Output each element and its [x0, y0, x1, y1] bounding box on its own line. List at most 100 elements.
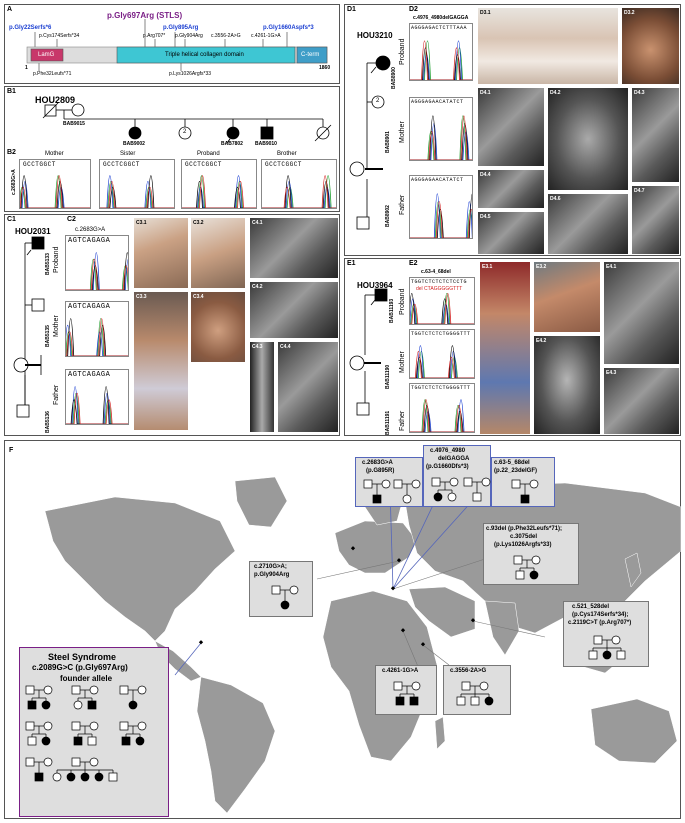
- box-sub2-2: (p.G1660Dfs*3): [426, 464, 469, 470]
- pedigree-male: [119, 685, 129, 695]
- variant-bottom-1: p.Phe32Leufs*71: [33, 71, 72, 77]
- panel-d2-label: D2: [409, 6, 418, 13]
- xray-c4-2: C4.2: [249, 281, 339, 339]
- variant-9: p.Gly1660Aspfs*3: [263, 25, 314, 31]
- photo-d3-1: D3.1: [477, 7, 619, 85]
- label-c4-4: C4.4: [280, 344, 291, 350]
- pedigree-d: [349, 55, 391, 230]
- pedigree-female: [73, 700, 83, 710]
- label-e4-1: E4.1: [606, 264, 617, 270]
- pedigree-c: [13, 236, 45, 418]
- label-c3-2: C3.2: [193, 220, 204, 226]
- chromatogram-trace: [410, 399, 474, 432]
- chromatogram-c-3: AGTCAGAGA: [65, 369, 129, 425]
- variant-box-g895r: c.2683G>A (p.G895R): [355, 457, 423, 507]
- pedigree-male: [393, 479, 403, 489]
- pedigree-female: [41, 700, 51, 710]
- variant-box-phe32: c.93del (p.Phe32Leufs*71); c.3075del (p.…: [483, 523, 579, 585]
- pedigree-female: [447, 492, 457, 502]
- pedigree-female: [43, 685, 53, 695]
- box-sub-1: (p.G895R): [366, 468, 395, 474]
- pedigree-female: [289, 585, 299, 595]
- chromatogram-trace: [410, 405, 474, 432]
- steel-title: Steel Syndrome: [48, 652, 117, 662]
- label-e4-3: E4.3: [606, 370, 617, 376]
- chromatogram-trace: [410, 115, 472, 160]
- chromatogram-trace: [66, 258, 128, 290]
- pedigree-male: [461, 681, 471, 691]
- variant-b: c.2683G>A: [11, 169, 17, 195]
- chromatogram-trace: [410, 201, 472, 238]
- pedigree-box-2: [431, 477, 491, 502]
- label-e4-2: E4.2: [536, 338, 547, 344]
- pedigree-female: [411, 681, 421, 691]
- family-id-c: HOU2031: [15, 227, 51, 236]
- chromatogram-c-2: AGTCAGAGA: [65, 301, 129, 357]
- member-d-3: Father: [399, 194, 406, 215]
- pedigree-male: [25, 757, 35, 767]
- member-b-4: Brother: [277, 151, 297, 157]
- chromatogram-b-3: GCCTCGGCT: [181, 159, 257, 209]
- member-b-2: Sister: [120, 151, 136, 157]
- chromatogram-c-1: AGTCAGAGA: [65, 235, 129, 291]
- pedigree-female: [66, 772, 76, 782]
- family-id-d: HOU3210: [357, 31, 393, 40]
- chromatogram-trace: [410, 40, 472, 80]
- box-title-6: c.521_528del: [572, 604, 610, 610]
- chromatogram-e-1: TGGTCTCTCTCTCCTG del CTAGGGGGTTT: [409, 277, 475, 325]
- family-id-e: HOU3964: [357, 281, 393, 290]
- box-title-7: c.4261-1G>A: [382, 668, 419, 674]
- steel-line3: founder allele: [60, 674, 113, 683]
- pedigree-male: [71, 721, 81, 731]
- chromatogram-trace: [20, 175, 90, 208]
- id-b-4: BAB9010: [255, 141, 277, 147]
- seq-c-1: AGTCAGAGA: [68, 237, 111, 245]
- pedigree-male: [456, 696, 466, 706]
- variant-box-3556: c.3556-2A>G: [443, 665, 511, 715]
- pedigree-female: [89, 721, 99, 731]
- xray-d4-5: D4.5: [477, 211, 545, 255]
- pedigree-female: [479, 681, 489, 691]
- panel-a-label: A: [7, 6, 13, 13]
- xray-d4-6: D4.6: [547, 193, 629, 255]
- pedigree-female: [280, 600, 290, 610]
- box-sub-3: (p.22_23delGF): [494, 468, 538, 474]
- chromatogram-b-2: GCCTCGGCT: [99, 159, 175, 209]
- panel-f-label: F: [9, 447, 14, 454]
- chromatogram-trace: [66, 318, 128, 356]
- chromatogram-trace: [66, 392, 128, 424]
- chromatogram-trace: [20, 175, 90, 208]
- box-sub2-6: c.2119C>T (p.Arg707*): [568, 620, 632, 626]
- pedigree-female: [94, 772, 104, 782]
- pedigree-female: [411, 479, 421, 489]
- panel-b1-label: B1: [7, 88, 16, 95]
- chromatogram-trace: [410, 40, 472, 80]
- chromatogram-trace: [182, 175, 256, 208]
- variant-6: p.Gly904Arg: [175, 33, 203, 39]
- id-d-1: BAB8900: [391, 67, 397, 89]
- member-d-2: Mother: [399, 121, 406, 143]
- pedigree-male: [395, 696, 405, 706]
- pos-end: 1860: [319, 65, 331, 71]
- chromatogram-trace: [410, 399, 474, 432]
- pedigree-male: [121, 736, 131, 746]
- pedigree-female: [128, 700, 138, 710]
- chromatogram-trace: [410, 345, 474, 378]
- pedigree-female: [43, 757, 53, 767]
- photo-c3-2: C3.2: [190, 217, 246, 289]
- panel-d1-label: D1: [347, 6, 356, 13]
- id-e-2: BAB11190: [385, 364, 391, 389]
- steel-pedigrees: [25, 685, 147, 782]
- xray-e4-2: E4.2: [533, 335, 601, 435]
- pedigree-male: [588, 650, 598, 660]
- panel-d: D1 HOU3210 2 BAB8900 BAB8901 BAB8902 D2 …: [344, 4, 681, 256]
- xray-e4-3: E4.3: [603, 367, 680, 435]
- pedigree-box-5: [271, 585, 299, 610]
- seq-c-2: AGTCAGAGA: [68, 303, 111, 311]
- id-b-1: BAB9015: [63, 121, 85, 127]
- xray-d4-4: D4.4: [477, 169, 545, 209]
- variant-7: c.3556-2A>G: [211, 33, 241, 39]
- chromatogram-trace: [410, 293, 474, 324]
- member-d-1: Proband: [399, 38, 406, 65]
- member-c-3: Father: [53, 384, 60, 405]
